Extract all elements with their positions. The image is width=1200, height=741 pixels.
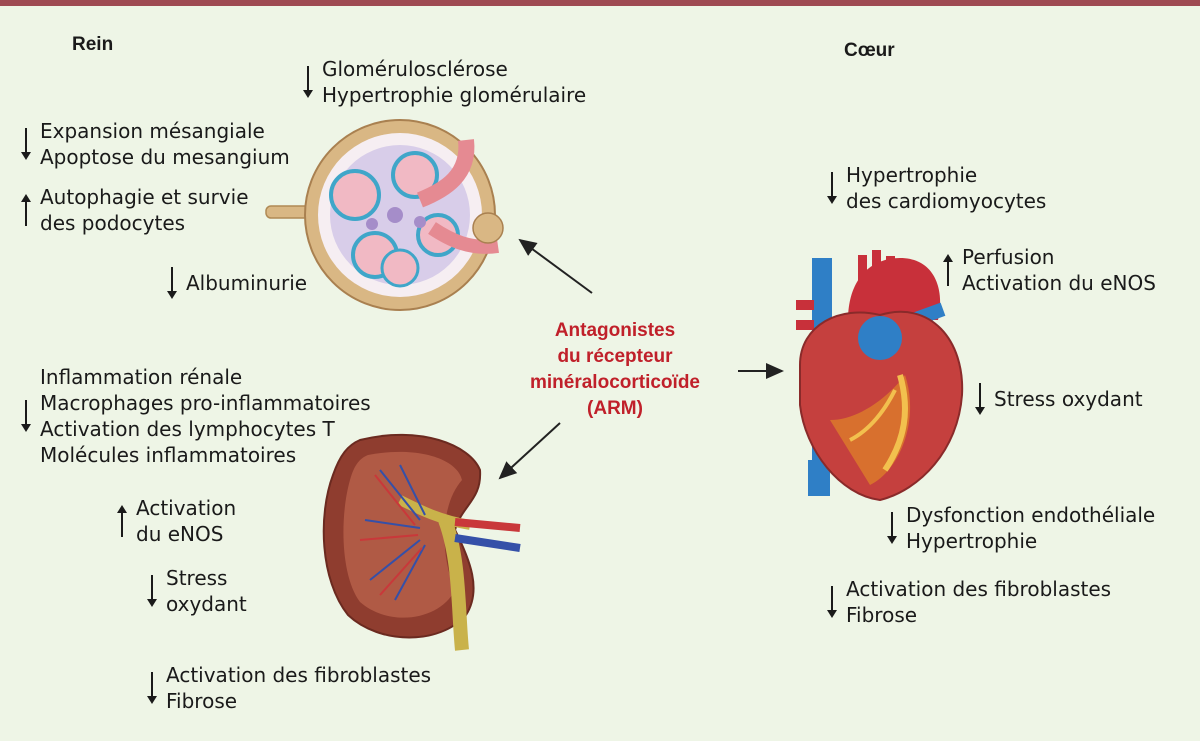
label-line: Hypertrophie [906,529,1038,553]
center-line: minéralocorticoïde [530,372,700,393]
label-line: Hypertrophie [846,163,978,187]
label-line: Activation des fibroblastes [166,663,432,687]
label-line: Activation des fibroblastes [846,577,1112,601]
label-line: Inflammation rénale [40,365,243,389]
label-line: Expansion mésangiale [40,119,265,143]
glomerulus-illustration [265,119,504,311]
heart-section-title: Cœur [844,40,895,61]
down-arrow-icon [824,162,846,214]
center-line: du récepteur [557,346,673,367]
label-line: des podocytes [40,211,186,235]
down-arrow-icon [144,565,166,617]
label-line: Stress oxydant [994,387,1143,411]
label-line: Activation [136,496,237,520]
down-arrow-icon [824,576,846,628]
down-arrow-icon [300,56,322,108]
label-line: Activation du eNOS [962,271,1156,295]
up-arrow-icon [18,184,40,236]
top-border [0,0,1200,6]
down-arrow-icon [164,267,186,299]
kidney-illustration [322,433,521,651]
label-line: Autophagie et survie [40,185,249,209]
label-line: du eNOS [136,522,224,546]
down-arrow-icon [972,383,994,415]
label-stress-coeur: Stress oxydant [972,383,1143,415]
down-arrow-icon [144,662,166,714]
arrow-to-glomerulus [518,238,593,294]
label-line: Perfusion [962,245,1055,269]
kidney-section-title: Rein [72,34,114,55]
down-arrow-icon [18,118,40,170]
label-line: Albuminurie [186,271,308,295]
label-albuminurie: Albuminurie [164,267,308,299]
label-line: Stress [166,566,228,590]
center-label-arm: Antagonistes du récepteur minéralocortic… [530,318,700,422]
label-line: Dysfonction endothéliale [906,503,1156,527]
label-line: Fibrose [846,603,918,627]
label-line: des cardiomyocytes [846,189,1047,213]
down-arrow-icon [18,364,40,468]
up-arrow-icon [940,244,962,296]
arrow-to-kidney [498,422,561,480]
up-arrow-icon [114,495,136,547]
label-line: oxydant [166,592,247,616]
label-line: Macrophages pro-inflammatoires [40,391,371,415]
label-line: Apoptose du mesangium [40,145,290,169]
label-line: Fibrose [166,689,238,713]
label-line: Molécules inflammatoires [40,443,297,467]
center-line: (ARM) [587,398,643,419]
heart-illustration [796,250,964,502]
label-line: Hypertrophie glomérulaire [322,83,587,107]
down-arrow-icon [884,502,906,554]
center-line: Antagonistes [554,320,676,341]
label-line: Glomérulosclérose [322,57,508,81]
label-line: Activation des lymphocytes T [40,417,335,441]
